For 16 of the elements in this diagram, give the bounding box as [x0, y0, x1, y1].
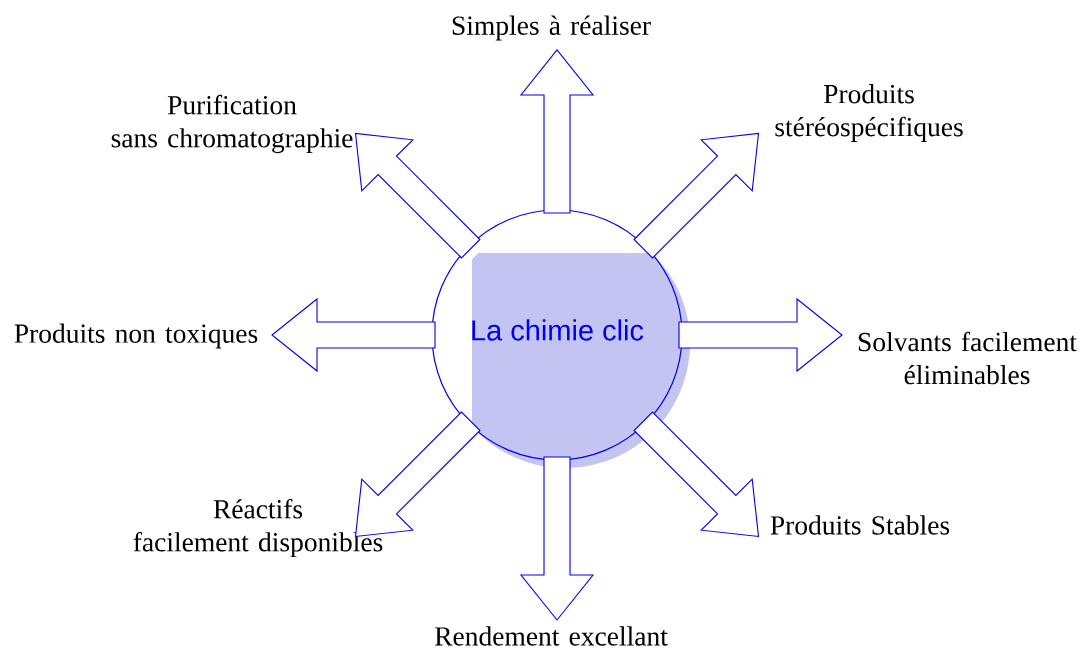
- block-arrow: [633, 132, 760, 259]
- block-arrow: [271, 297, 436, 373]
- block-arrow: [354, 411, 481, 538]
- label-text: Purification sans chromatographie: [111, 94, 353, 154]
- block-arrow: [519, 49, 595, 214]
- label-text: Produits Stables: [770, 515, 950, 535]
- block-arrow: [678, 297, 843, 373]
- block-arrow: [633, 411, 760, 538]
- label-text: Réactifs facilement disponibles: [133, 498, 383, 558]
- label-text: Solvants facilement éliminables: [858, 331, 1077, 385]
- label-text: Produits non toxiques: [14, 323, 258, 349]
- block-arrow: [354, 132, 481, 259]
- label-text: Rendement excellant: [435, 626, 668, 646]
- label-text: Simples à réaliser: [452, 15, 651, 41]
- block-arrow: [519, 456, 595, 621]
- label-text: Produits stéréospécifiques: [775, 84, 963, 142]
